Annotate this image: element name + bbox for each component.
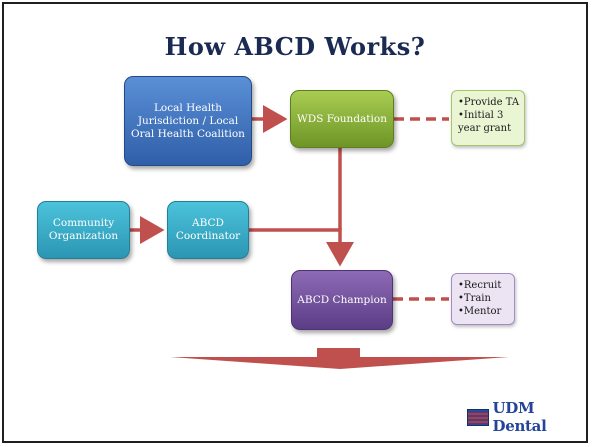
slide-title: How ABCD Works? — [164, 32, 426, 61]
node-abcd-champion: ABCD Champion — [291, 270, 393, 330]
note-item-mentor: •Mentor — [458, 306, 502, 317]
note-champion-roles: •Recruit •Train •Mentor — [451, 273, 515, 325]
note-item-train: •Train — [458, 293, 491, 304]
udm-logo-icon — [467, 408, 489, 426]
node-abcd-coordinator: ABCD Coordinator — [167, 201, 249, 259]
node-wds-foundation: WDS Foundation — [290, 90, 394, 148]
slide: How ABCD Works? Local Health Jurisdictio… — [2, 2, 588, 443]
note-item-initial-grant: •Initial 3 year grant — [458, 110, 512, 134]
large-down-arrow — [170, 348, 509, 369]
logo-text: UDM Dental — [492, 399, 547, 435]
note-item-recruit: •Recruit — [458, 280, 502, 291]
udm-dental-logo: UDM Dental — [467, 399, 586, 435]
note-wds-support: •Provide TA •Initial 3 year grant — [451, 90, 525, 146]
node-community-organization: Community Organization — [37, 201, 130, 259]
note-item-provide-ta: •Provide TA — [458, 97, 520, 108]
node-local-health-jurisdiction: Local Health Jurisdiction / Local Oral H… — [124, 76, 252, 166]
